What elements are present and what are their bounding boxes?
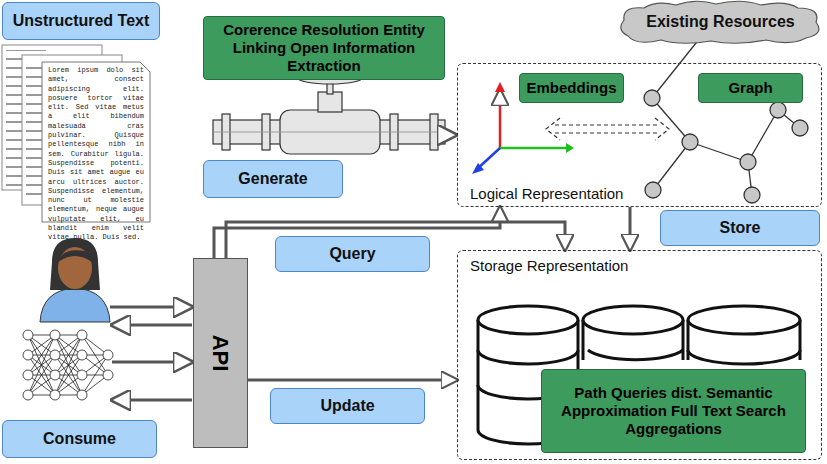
node-text: Storage Representation bbox=[470, 257, 628, 274]
node-text: Update bbox=[320, 397, 374, 415]
neural-network bbox=[23, 330, 113, 400]
node-text: API bbox=[208, 335, 234, 372]
method-box: Embeddings bbox=[519, 73, 624, 103]
region-box: Storage RepresentationPath Queries dist.… bbox=[457, 250, 822, 460]
api-box: API bbox=[193, 258, 248, 448]
stage-box: Generate bbox=[203, 160, 343, 198]
node-text: Query bbox=[329, 245, 375, 263]
method-box: Graph bbox=[698, 73, 803, 103]
node-text: Existing Resources bbox=[646, 13, 795, 31]
stage-box: Update bbox=[270, 388, 425, 424]
node-text: Corerence Resolution Entity Linking Open… bbox=[212, 21, 436, 75]
node-text: Graph bbox=[728, 79, 772, 97]
node-text: Store bbox=[720, 219, 761, 237]
process-box: Corerence Resolution Entity Linking Open… bbox=[203, 16, 445, 80]
resource-cloud: Existing Resources bbox=[616, 0, 825, 44]
stage-box: Query bbox=[275, 236, 430, 272]
flow-arrow bbox=[629, 207, 632, 250]
title-box: Unstructured Text bbox=[2, 2, 160, 40]
method-box: Path Queries dist. Semantic Approximatio… bbox=[541, 369, 806, 453]
node-text: Consume bbox=[43, 430, 116, 448]
node-text: Logical Representation bbox=[470, 185, 623, 202]
stage-box: Store bbox=[660, 210, 820, 246]
dashed-double-arrow bbox=[546, 118, 669, 140]
node-text: Embeddings bbox=[527, 79, 617, 97]
region-box: Logical Representation Embeddings Graph bbox=[457, 63, 822, 207]
node-text: Unstructured Text bbox=[13, 12, 150, 30]
node-text: Path Queries dist. Semantic Approximatio… bbox=[550, 384, 797, 438]
node-text: Generate bbox=[238, 170, 307, 188]
stage-box: Consume bbox=[2, 420, 157, 458]
document-text: Lorem ipsum dolo sit amet, consect adipi… bbox=[48, 66, 144, 243]
pipe-valve bbox=[213, 72, 445, 154]
person-icon bbox=[40, 238, 110, 322]
consumer-arrows bbox=[110, 307, 192, 400]
generate-arrow bbox=[445, 134, 456, 137]
flow-arrow bbox=[248, 379, 457, 382]
